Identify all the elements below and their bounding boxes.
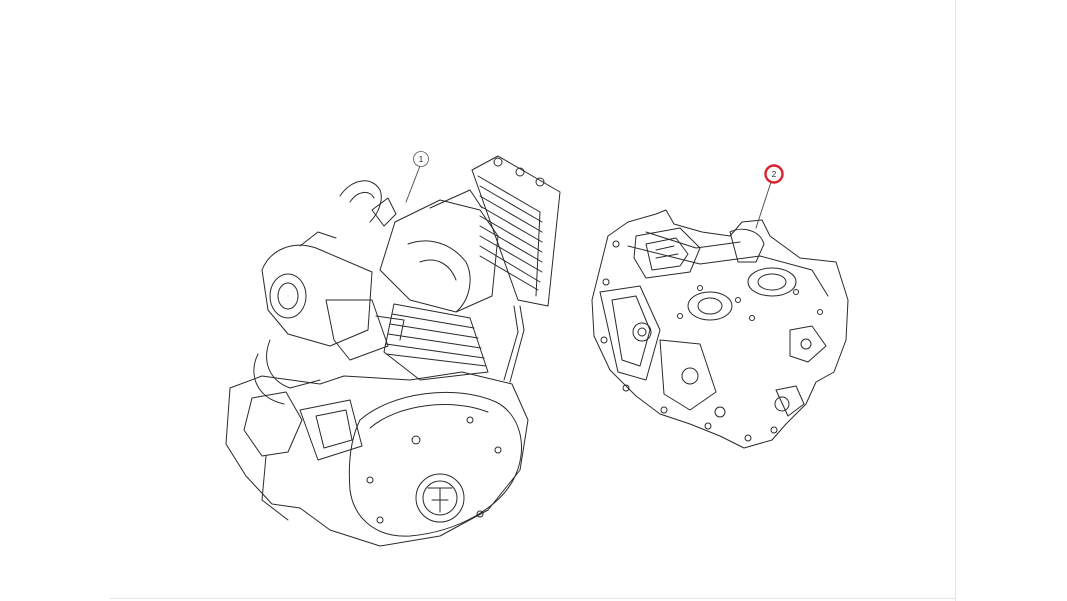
callout-2[interactable]: [764, 164, 784, 184]
engine-assembly-drawing[interactable]: [225, 155, 561, 547]
exhaust-port: [253, 339, 321, 405]
engine-lower-case: [225, 371, 529, 547]
cylinder-fins: [471, 155, 561, 307]
callout-1[interactable]: [413, 151, 429, 167]
callout-1-leader: [405, 165, 421, 203]
callout-1-label[interactable]: 1: [419, 155, 424, 164]
primary-cover: [348, 391, 523, 537]
crankcase-drawing[interactable]: [591, 181, 849, 449]
callout-2-leader: [755, 181, 772, 229]
callout-2-label[interactable]: 2: [772, 170, 777, 179]
cylinder-head: [379, 189, 499, 313]
cylinder-barrel: [383, 303, 489, 381]
viewer-right-border: [955, 0, 956, 601]
intake-assembly: [261, 180, 405, 361]
clutch-cable: [503, 305, 525, 383]
viewer-bottom-border: [110, 598, 956, 599]
